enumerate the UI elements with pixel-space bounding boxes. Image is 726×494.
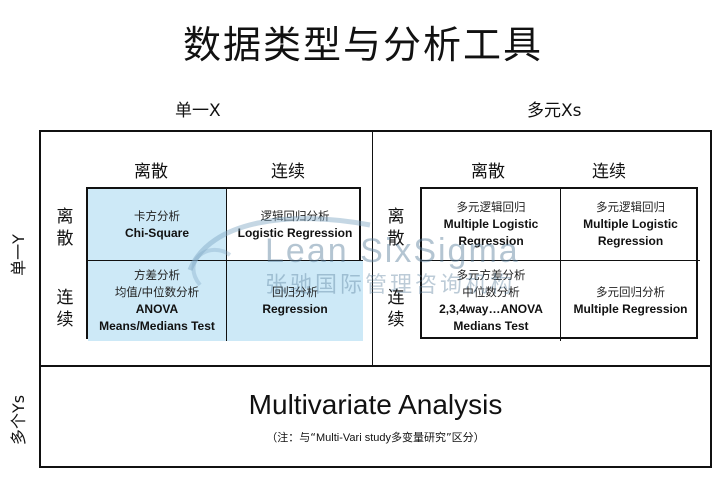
cell-cn: 多元方差分析 bbox=[456, 268, 526, 282]
cell-cn: 均值/中位数分析 bbox=[114, 285, 200, 299]
single-y-discrete-label: 离 散 bbox=[55, 206, 75, 250]
cell-cn: 方差分析 bbox=[134, 268, 180, 282]
cell-en: Medians Test bbox=[453, 319, 529, 333]
matrix-frame bbox=[39, 130, 712, 468]
cell-en: Multiple Logistic bbox=[443, 217, 539, 231]
note-en: Multi-Vari study bbox=[316, 432, 391, 444]
single-x-tool-grid: 卡方分析 Chi-Square 逻辑回归分析 Logistic Regressi… bbox=[86, 187, 363, 341]
multi-y-discrete-label: 离 散 bbox=[386, 206, 406, 250]
cell-en: Multiple Regression bbox=[573, 302, 688, 316]
cell-en: Multiple Logistic bbox=[583, 217, 678, 231]
multi-x-discrete-header: 离散 bbox=[471, 162, 505, 182]
cell-chi-square: 卡方分析 Chi-Square bbox=[88, 189, 227, 261]
cell-cn: 多元逻辑回归 bbox=[596, 200, 665, 214]
column-header-single-x: 单一X bbox=[175, 101, 221, 121]
side-label-char: 续 bbox=[387, 310, 405, 330]
cell-logistic-regression: 逻辑回归分析 Logistic Regression bbox=[227, 189, 363, 261]
cell-en: Regression bbox=[597, 234, 664, 248]
single-y-continuous-label: 连 续 bbox=[55, 287, 75, 331]
cell-cn: 中位数分析 bbox=[462, 285, 520, 299]
note-suffix: 多变量研究”区分） bbox=[390, 431, 485, 444]
single-x-continuous-header: 连续 bbox=[271, 162, 305, 182]
cell-en: 2,3,4way…ANOVA bbox=[439, 302, 543, 316]
cell-en: Means/Medians Test bbox=[99, 319, 215, 333]
side-label-char: 散 bbox=[387, 229, 405, 249]
cell-multiple-regression: 多元回归分析 Multiple Regression bbox=[561, 261, 700, 341]
cell-en: Regression bbox=[458, 234, 524, 248]
cell-en: Regression bbox=[262, 302, 328, 316]
cell-en: Chi-Square bbox=[124, 225, 189, 240]
side-label-char: 连 bbox=[56, 288, 74, 308]
multi-x-continuous-header: 连续 bbox=[592, 162, 626, 182]
cell-multiway-anova: 多元方差分析 中位数分析 2,3,4way…ANOVA Medians Test bbox=[422, 261, 561, 341]
column-header-multi-x: 多元Xs bbox=[527, 101, 582, 121]
side-label-char: 离 bbox=[56, 207, 74, 227]
multivariate-note: （注：与“Multi-Vari study多变量研究”区分） bbox=[39, 429, 712, 445]
single-x-discrete-header: 离散 bbox=[134, 162, 168, 182]
page-title: 数据类型与分析工具 bbox=[182, 23, 543, 67]
multi-x-tool-grid: 多元逻辑回归 Multiple Logistic Regression 多元逻辑… bbox=[420, 187, 700, 341]
cell-en: ANOVA bbox=[135, 302, 179, 316]
cell-cn: 逻辑回归分析 bbox=[260, 208, 330, 223]
row-header-single-y-text: 单一Y bbox=[9, 234, 28, 276]
note-prefix: （注：与“ bbox=[266, 431, 316, 444]
multivariate-analysis-title: Multivariate Analysis bbox=[248, 389, 503, 420]
cell-cn: 多元回归分析 bbox=[596, 285, 665, 299]
side-label-char: 散 bbox=[56, 229, 74, 249]
row-header-single-y: 单一Y bbox=[4, 200, 30, 310]
horizontal-divider bbox=[39, 365, 712, 367]
cell-en: Logistic Regression bbox=[237, 225, 353, 240]
cell-regression: 回归分析 Regression bbox=[227, 261, 363, 341]
side-label-char: 续 bbox=[56, 310, 74, 330]
row-header-multi-y: 多个Ys bbox=[4, 380, 30, 460]
row-header-multi-y-text: 多个Ys bbox=[9, 394, 28, 446]
cell-cn: 多元逻辑回归 bbox=[456, 200, 526, 214]
cell-anova: 方差分析 均值/中位数分析 ANOVA Means/Medians Test bbox=[88, 261, 227, 341]
cell-multiple-logistic-continuous: 多元逻辑回归 Multiple Logistic Regression bbox=[561, 189, 700, 261]
side-label-char: 连 bbox=[387, 288, 405, 308]
vertical-divider bbox=[372, 130, 373, 366]
cell-cn: 回归分析 bbox=[272, 285, 318, 299]
multi-y-continuous-label: 连 续 bbox=[386, 287, 406, 331]
cell-multiple-logistic-discrete: 多元逻辑回归 Multiple Logistic Regression bbox=[422, 189, 561, 261]
cell-cn: 卡方分析 bbox=[134, 208, 180, 223]
side-label-char: 离 bbox=[387, 207, 405, 227]
